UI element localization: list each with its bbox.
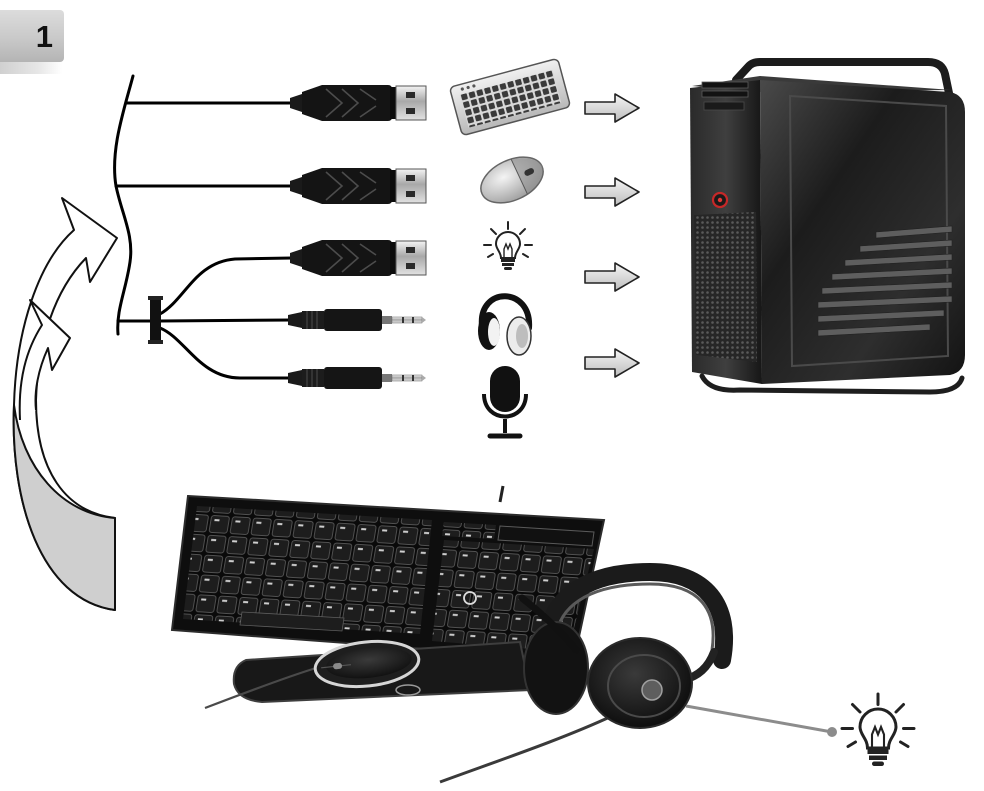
curved-arrow-inner-head xyxy=(18,299,71,421)
vent-slot xyxy=(844,253,953,267)
cable-light xyxy=(158,256,294,316)
arrow-right-icon xyxy=(584,348,640,378)
keyboard-logo xyxy=(463,591,477,605)
keyboard xyxy=(170,485,606,662)
microphone-icon xyxy=(482,366,528,439)
tower-feet xyxy=(699,373,965,395)
arrow-right-icon xyxy=(584,262,640,292)
vent-slot xyxy=(817,323,931,337)
headset-headband xyxy=(538,562,734,669)
light-bulb-icon xyxy=(483,221,533,271)
indicator-dot xyxy=(827,727,837,737)
mouse xyxy=(313,639,421,689)
audio-jack-headphones xyxy=(287,308,427,332)
tower-side-frame xyxy=(788,94,950,368)
vent-slot xyxy=(831,267,953,281)
drive-bay xyxy=(701,81,749,89)
curved-arrow-shadow xyxy=(12,404,116,611)
keyboard-main-keys xyxy=(183,506,432,634)
mouse-icon xyxy=(480,156,544,204)
side-vents xyxy=(817,225,953,337)
headset-right-cup xyxy=(587,637,693,729)
keyboard-nav-keys xyxy=(442,522,496,539)
mouse-pad-logo xyxy=(395,684,421,696)
indicator-line xyxy=(685,704,833,734)
curved-arrow-icon xyxy=(12,197,118,611)
drive-bay xyxy=(701,90,749,98)
vent-slot xyxy=(859,239,953,253)
vent-slot xyxy=(817,295,953,309)
usb-connector-mouse xyxy=(289,167,427,205)
power-button-icon xyxy=(711,191,729,209)
light-indicator-callout xyxy=(685,704,837,737)
headset xyxy=(518,562,734,729)
cable-headphones xyxy=(158,318,294,323)
headset-left-cup xyxy=(523,621,589,715)
vent-slot xyxy=(821,281,953,295)
audio-jack-microphone xyxy=(287,366,427,390)
headphones-icon xyxy=(478,293,533,356)
light-bulb-icon xyxy=(840,692,916,768)
keyboard-indicator-bar xyxy=(497,525,595,547)
vent-slot xyxy=(875,225,953,239)
cable-microphone xyxy=(158,326,294,380)
vent-slot xyxy=(817,309,945,323)
cable-splitter-clip xyxy=(148,296,163,344)
headset-logo xyxy=(641,679,663,701)
tower-handle xyxy=(732,58,954,102)
tower-side-panel xyxy=(760,80,965,384)
keyboard-cable xyxy=(498,485,505,503)
usb-connector-light xyxy=(289,239,427,277)
headset-cup-ring xyxy=(607,654,681,718)
keyboard-icon xyxy=(449,58,571,136)
front-mesh xyxy=(694,212,757,362)
step-number: 1 xyxy=(35,18,53,54)
arrow-right-icon xyxy=(584,177,640,207)
cable-trunk xyxy=(113,74,135,336)
headset-cable xyxy=(439,714,613,784)
headset-mic-boom xyxy=(518,594,580,654)
usb-connector-keyboard xyxy=(289,84,427,122)
front-port-strip xyxy=(703,101,745,111)
pc-tower-icon xyxy=(690,58,965,395)
keyboard-spacebar xyxy=(239,611,345,632)
step-badge-shadow xyxy=(0,62,62,74)
cable-bundle xyxy=(113,74,294,380)
arrow-right-icon xyxy=(584,93,640,123)
mouse-cable xyxy=(204,666,317,710)
headset-headband-padding xyxy=(554,582,715,651)
step-badge: 1 xyxy=(0,10,64,62)
